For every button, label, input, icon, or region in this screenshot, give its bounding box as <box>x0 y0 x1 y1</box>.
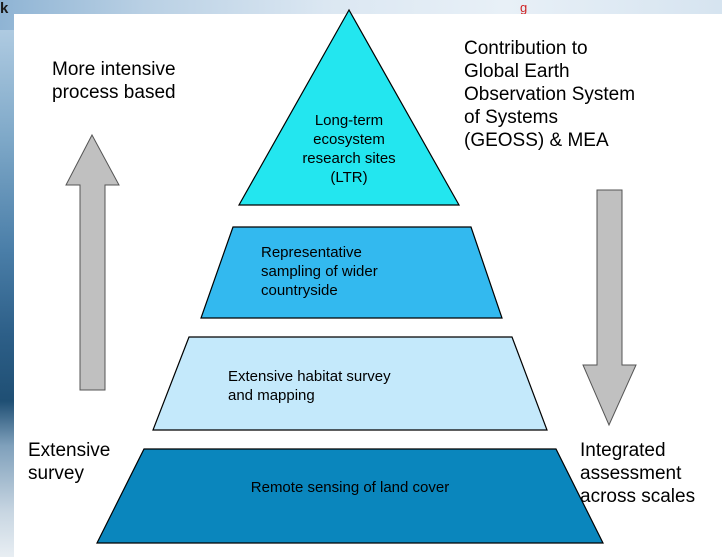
down-arrow-icon <box>582 189 637 427</box>
tier-habitat-survey-shape <box>152 336 548 431</box>
tier-remote-sensing-label: Remote sensing of land cover <box>250 479 450 496</box>
tier-habitat-survey-label: Extensive habitat survey and mapping <box>228 368 391 404</box>
red-text-fragment: g <box>520 0 528 15</box>
intensive-process-label: More intensive process based <box>52 59 176 103</box>
tier-ltr-shape <box>237 8 461 206</box>
extensive-survey-label: Extensive survey <box>28 440 111 484</box>
corner-text-fragment: k <box>0 0 9 17</box>
geoss-contribution-label: Contribution to Global Earth Observation… <box>464 38 636 151</box>
tier-representative-shape <box>200 226 503 319</box>
integrated-assessment-label: Integrated assessment across scales <box>580 440 696 507</box>
tier-representative-label: Representative sampling of wider country… <box>261 244 378 299</box>
up-arrow-icon <box>65 133 120 391</box>
tier-remote-sensing-shape <box>96 448 604 544</box>
tier-ltr-label: Long-term ecosystem research sites (LTR) <box>302 112 396 186</box>
